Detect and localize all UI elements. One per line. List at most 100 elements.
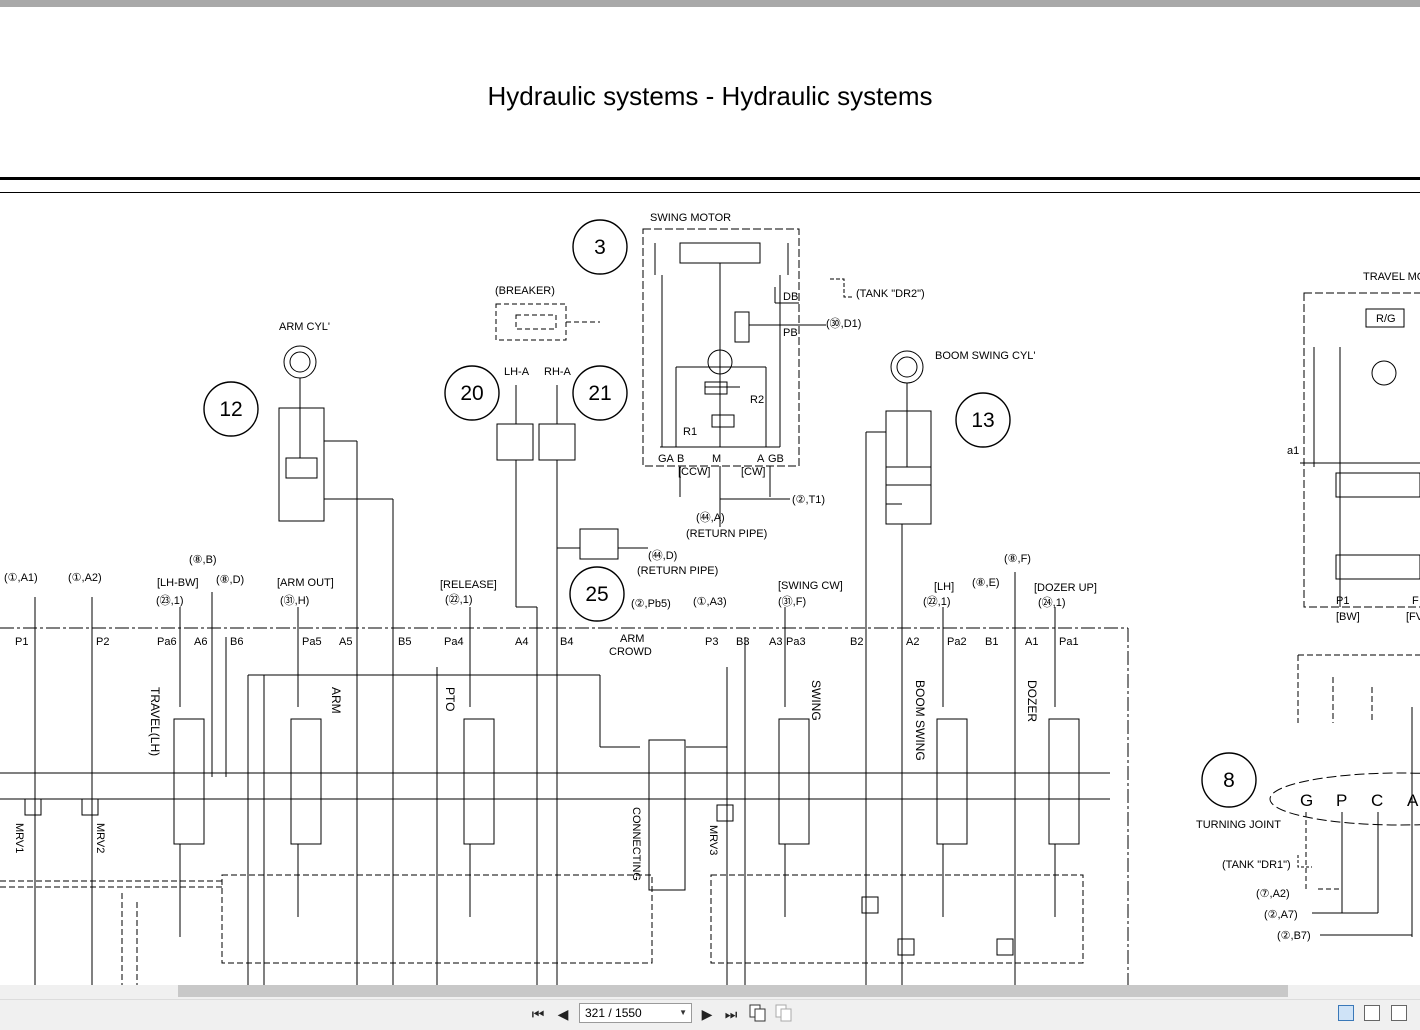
port-r1: R1 — [683, 426, 697, 438]
ref-2-t1: (②,T1) — [792, 494, 825, 506]
port-a6: A6 — [194, 636, 207, 648]
page-number-field[interactable]: 321 / 1550 ▼ — [579, 1003, 692, 1023]
joint-port-a: A — [1407, 791, 1419, 810]
port-a2: A2 — [906, 636, 919, 648]
port-b2: B2 — [850, 636, 863, 648]
port-pa4: Pa4 — [444, 636, 464, 648]
page-title: Hydraulic systems - Hydraulic systems — [487, 81, 933, 111]
continuous-view-icon[interactable] — [1364, 1005, 1380, 1021]
ref-arm-out: [ARM OUT] — [277, 577, 334, 589]
port-pb: PB — [783, 327, 798, 339]
window-top-bar — [0, 0, 1420, 7]
ref-31-h: (㉛,H) — [280, 594, 309, 607]
ref-24-1: (㉔,1) — [1038, 596, 1066, 609]
label-rh-a: RH-A — [544, 366, 572, 378]
first-page-button[interactable]: ⏮ — [531, 1006, 545, 1022]
label-swing-motor: SWING MOTOR — [650, 212, 731, 224]
ref-22-1b: (㉒,1) — [923, 595, 951, 608]
port-m: M — [712, 453, 721, 465]
chevron-down-icon: ▼ — [679, 1008, 687, 1017]
ref-8-e: (⑧,E) — [972, 577, 1000, 589]
spool-arm: ARM — [329, 687, 343, 714]
label-travel-motor: TRAVEL MO — [1363, 271, 1420, 283]
port-pa3: Pa3 — [786, 636, 806, 648]
title-rule-thick — [0, 177, 1420, 180]
callout-25: 25 — [585, 583, 608, 606]
port-p3: P3 — [705, 636, 718, 648]
ref-31-f: (㉛,F) — [778, 595, 806, 608]
ref-fv: [FV — [1406, 611, 1420, 623]
port-a1: A1 — [1025, 636, 1038, 648]
label-breaker: (BREAKER) — [495, 285, 555, 297]
port-db: DB — [783, 291, 798, 303]
port-ga: GA — [658, 453, 675, 465]
port-a4: A4 — [515, 636, 528, 648]
port-b1: B1 — [985, 636, 998, 648]
label-return-pipe-2: (RETURN PIPE) — [637, 565, 718, 577]
port-b3: B3 — [736, 636, 749, 648]
spool-swing: SWING — [809, 680, 823, 721]
spool-travel-lh: TRAVEL(LH) — [148, 687, 162, 756]
label-tank-dr2: (TANK "DR2") — [856, 288, 925, 300]
ref-30-d1: (㉚,D1) — [826, 317, 861, 330]
port-b6: B6 — [230, 636, 243, 648]
label-tank-dr1: (TANK "DR1") — [1222, 859, 1291, 871]
ref-23-1: (㉓,1) — [156, 594, 184, 607]
port-gb: GB — [768, 453, 784, 465]
ref-44-d: (㊹,D) — [648, 549, 677, 562]
ref-2-pb5: (②,Pb5) — [631, 598, 671, 610]
ref-f: F — [1412, 595, 1419, 607]
ref-2-b7: (②,B7) — [1277, 930, 1311, 942]
callout-8: 8 — [1223, 769, 1235, 792]
port-b: B — [677, 453, 684, 465]
port-a3: A3 — [769, 636, 782, 648]
ref-swing-cw: [SWING CW] — [778, 580, 843, 592]
joint-port-p: P — [1336, 791, 1347, 810]
page-indicator: 321 / 1550 — [585, 1006, 642, 1020]
forward-view-icon[interactable] — [774, 1004, 794, 1024]
callout-20: 20 — [460, 382, 483, 405]
port-cw: [CW] — [741, 466, 765, 478]
back-view-icon[interactable] — [748, 1004, 768, 1024]
label-turning-joint: TURNING JOINT — [1196, 819, 1281, 831]
last-page-button[interactable]: ⏭ — [724, 1006, 738, 1022]
port-pa1: Pa1 — [1059, 636, 1079, 648]
spool-boom-swing: BOOM SWING — [913, 680, 927, 761]
label-a1: a1 — [1287, 445, 1299, 457]
label-boom-swing-cyl: BOOM SWING CYL' — [935, 350, 1036, 362]
ref-8-d: (⑧,D) — [216, 574, 244, 586]
ref-8-f: (⑧,F) — [1004, 553, 1031, 565]
two-page-view-icon[interactable] — [1391, 1005, 1407, 1021]
label-mrv3: MRV3 — [707, 825, 719, 855]
port-p2: P2 — [96, 636, 109, 648]
label-mrv2: MRV2 — [94, 823, 106, 853]
callout-12: 12 — [219, 398, 242, 421]
label-connecting: CONNECTING — [630, 807, 642, 881]
ref-2-a7: (②,A7) — [1264, 909, 1298, 921]
next-page-button[interactable]: ▶ — [701, 1006, 713, 1022]
joint-port-c: C — [1371, 791, 1383, 810]
port-pa5: Pa5 — [302, 636, 322, 648]
single-page-view-icon[interactable] — [1338, 1005, 1354, 1021]
callout-3: 3 — [594, 236, 606, 259]
ref-1-a1: (①,A1) — [4, 572, 38, 584]
port-r2: R2 — [750, 394, 764, 406]
ref-1-a2: (①,A2) — [68, 572, 102, 584]
ref-release: [RELEASE] — [440, 579, 497, 591]
label-rg: R/G — [1376, 313, 1396, 325]
port-a5: A5 — [339, 636, 352, 648]
label-mrv1: MRV1 — [13, 823, 25, 853]
ref-7-a2: (⑦,A2) — [1256, 888, 1290, 900]
prev-page-button[interactable]: ◀ — [557, 1006, 569, 1022]
label-arm-cyl: ARM CYL' — [279, 321, 330, 333]
ref-dozer-up: [DOZER UP] — [1034, 582, 1097, 594]
callout-13: 13 — [971, 409, 994, 432]
ref-lh: [LH] — [934, 581, 954, 593]
ref-22-1: (㉒,1) — [445, 593, 473, 606]
horizontal-scrollbar[interactable] — [0, 985, 1420, 999]
scrollbar-thumb[interactable] — [178, 985, 1288, 997]
callout-21: 21 — [588, 382, 611, 405]
port-ccw: [CCW] — [678, 466, 710, 478]
spool-pto: PTO — [443, 687, 457, 711]
label-arm: ARM — [620, 633, 644, 645]
